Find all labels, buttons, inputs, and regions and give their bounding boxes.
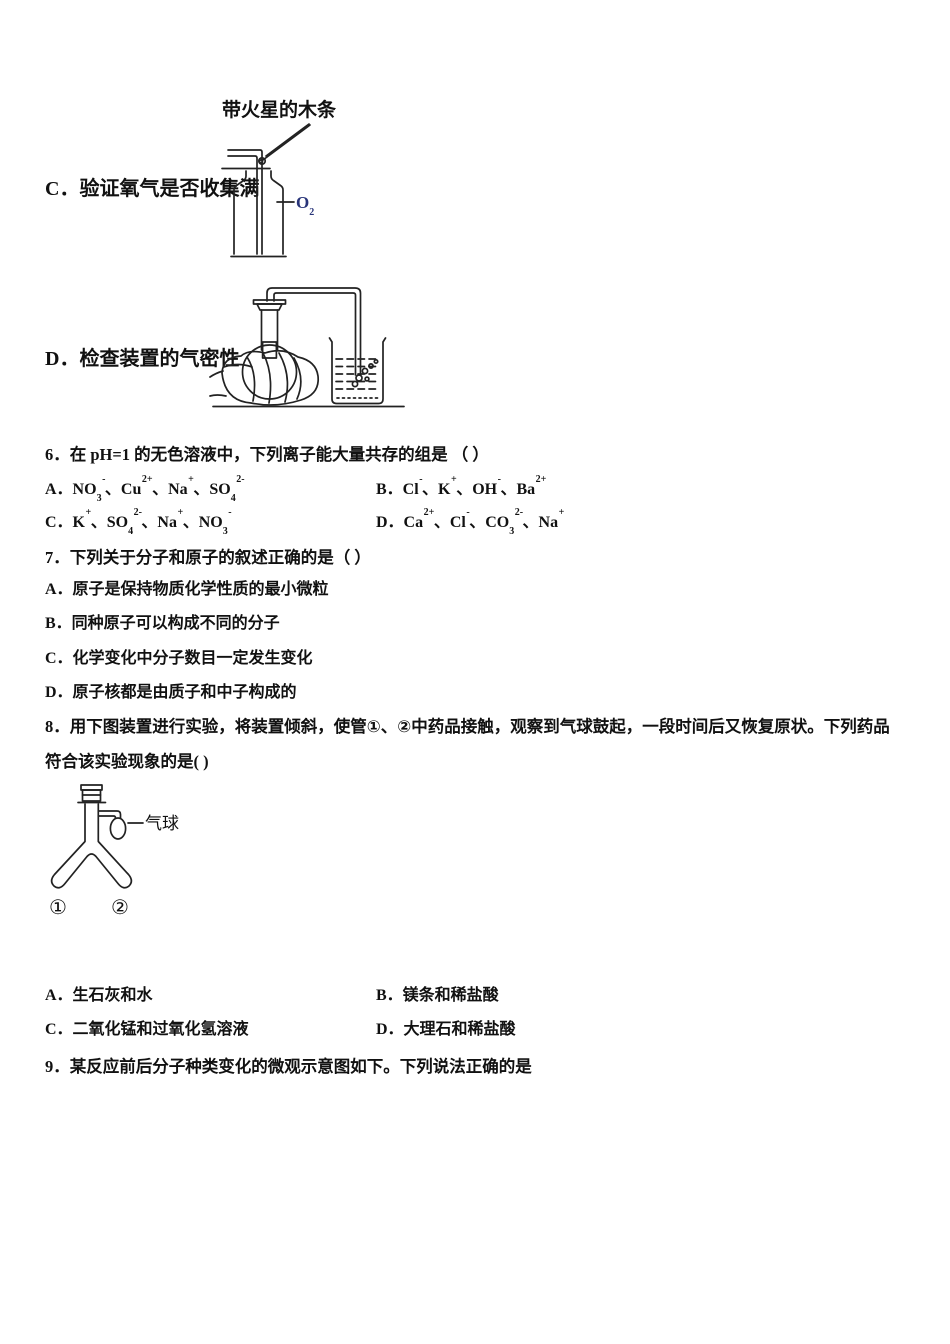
- question6-option-b: B．Cl-、K+、OH-、Ba2+: [376, 473, 547, 498]
- wood-splint-caption: 带火星的木条: [222, 100, 337, 121]
- question6-option-d: D．Ca2+、Cl-、CO32-、Na+: [376, 506, 565, 538]
- question6-stem: 6．在 pH=1 的无色溶液中，下列离子能大量共存的组是 （ ）: [45, 445, 489, 464]
- y-tube-diagram: [50, 784, 144, 889]
- y-tube-stopper: [77, 784, 107, 804]
- question6-option-c: C．K+、SO42-、Na+、NO3-: [45, 506, 232, 538]
- question7-option-b: B．同种原子可以构成不同的分子: [45, 615, 280, 632]
- question8-option-b: B．镁条和稀盐酸: [376, 987, 499, 1004]
- question7-option-d: D．原子核都是由质子和中子构成的: [45, 684, 297, 701]
- question8-option-a: A．生石灰和水: [45, 987, 153, 1004]
- oxygen-full-test-diagram: [221, 123, 311, 258]
- glowing-splint-icon: [257, 123, 311, 166]
- gas-bottle: [230, 170, 287, 258]
- question8-option-c: C．二氧化锰和过氧化氢溶液: [45, 1021, 249, 1038]
- tube-label-2: ②: [111, 897, 129, 919]
- stopper: [252, 299, 287, 311]
- bent-tube: [266, 287, 362, 376]
- option-c-label: C．验证氧气是否收集满: [45, 178, 260, 200]
- question7-option-a: A．原子是保持物质化学性质的最小微粒: [45, 581, 329, 598]
- tube-label-1: ①: [49, 897, 67, 919]
- airtightness-check-diagram: [209, 287, 405, 408]
- flask: [241, 309, 298, 400]
- option-d-label: D．检查装置的气密性: [45, 348, 240, 370]
- o2-gas-label: O2: [296, 193, 315, 219]
- balloon: [97, 810, 144, 840]
- question8-stem-line2: 符合该实验现象的是( ): [45, 752, 209, 771]
- question9-stem: 9．某反应前后分子种类变化的微观示意图如下。下列说法正确的是: [45, 1057, 532, 1076]
- question6-option-a: A．NO3-、Cu2+、Na+、SO42-: [45, 473, 245, 505]
- hands: [209, 349, 320, 406]
- balloon-label: 气球: [145, 814, 179, 833]
- question8-stem-line1: 8．用下图装置进行实验，将装置倾斜，使管①、②中药品接触，观察到气球鼓起，一段时…: [45, 717, 890, 736]
- question8-option-d: D．大理石和稀盐酸: [376, 1021, 516, 1038]
- question7-option-c: C．化学变化中分子数目一定发生变化: [45, 650, 313, 667]
- delivery-tube: [227, 149, 263, 255]
- air-bubbles: [351, 358, 379, 388]
- question7-stem: 7．下列关于分子和原子的叙述正确的是（ ）: [45, 548, 371, 567]
- beaker: [328, 337, 387, 405]
- y-tube-body: [50, 803, 133, 889]
